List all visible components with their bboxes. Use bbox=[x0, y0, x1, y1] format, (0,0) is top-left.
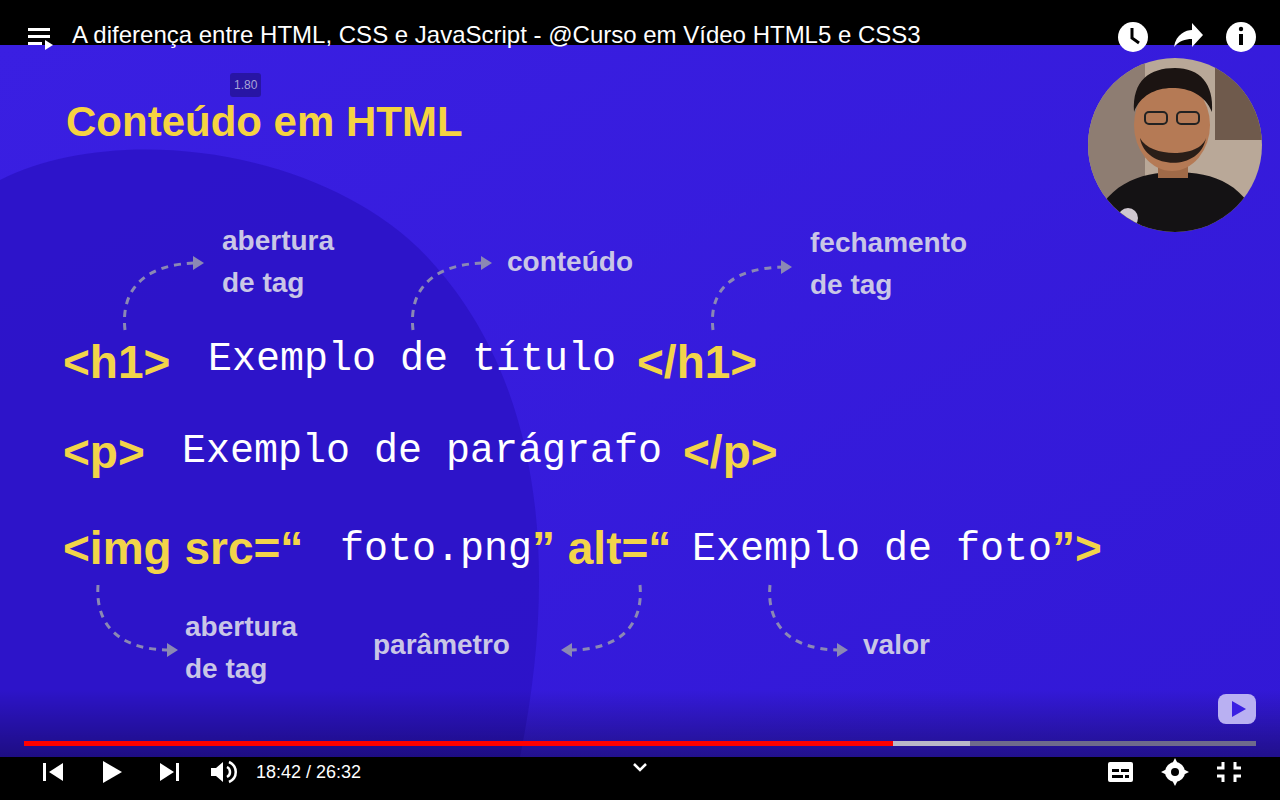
annotation-label: parâmetro bbox=[373, 624, 510, 666]
code-tag: ”> bbox=[1052, 520, 1102, 576]
annotation-label: abertura de tag bbox=[222, 220, 362, 304]
code-tag: <img src=“ bbox=[63, 520, 303, 576]
leader-lines bbox=[98, 263, 840, 650]
code-tag: <h1> bbox=[63, 334, 170, 390]
annotation-label: valor bbox=[863, 624, 930, 666]
slide-heading: Conteúdo em HTML bbox=[66, 97, 463, 147]
channel-watermark bbox=[1218, 694, 1256, 724]
player-controls bbox=[43, 758, 1241, 786]
code-tag: </h1> bbox=[637, 334, 757, 390]
code-value: foto.png bbox=[340, 525, 532, 575]
speed-badge: 1.80 bbox=[230, 73, 261, 97]
buffer-bar bbox=[893, 741, 970, 746]
code-value: Exemplo de foto bbox=[692, 525, 1052, 575]
webcam-presenter bbox=[1085, 55, 1265, 235]
progress-track bbox=[24, 741, 1256, 746]
annotation-label: abertura de tag bbox=[185, 606, 325, 690]
code-tag: ” alt=“ bbox=[532, 520, 671, 576]
annotation-label: conteúdo bbox=[507, 241, 633, 283]
code-content: Exemplo de título bbox=[208, 335, 616, 385]
leader-arrowheads bbox=[167, 256, 848, 657]
code-content: Exemplo de parágrafo bbox=[182, 427, 662, 477]
code-tag: </p> bbox=[683, 424, 778, 480]
progress-played bbox=[24, 741, 893, 746]
annotation-label: fechamento de tag bbox=[810, 222, 1000, 306]
video-title: A diferença entre HTML, CSS e JavaScript… bbox=[72, 20, 921, 50]
code-tag: <p> bbox=[63, 424, 145, 480]
time-display: 18:42 / 26:32 bbox=[256, 760, 361, 784]
